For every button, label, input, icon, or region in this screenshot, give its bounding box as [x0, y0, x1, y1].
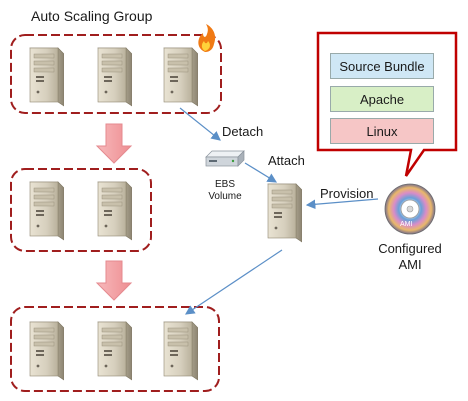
- launch-arrow: [185, 249, 283, 315]
- configured-label-line2: AMI: [398, 257, 422, 272]
- down-arrow-icon: [95, 123, 133, 164]
- server-icon: [163, 47, 198, 107]
- server-icon: [29, 47, 64, 107]
- ebs-volume-icon: [205, 150, 245, 167]
- ami-disc-text: AMI: [400, 221, 413, 228]
- asg-group-bottom: [10, 306, 220, 392]
- server-icon: [97, 181, 132, 241]
- diagram-title: Auto Scaling Group: [31, 8, 153, 24]
- provision-arrow: [305, 198, 379, 210]
- detach-arrow: [179, 107, 221, 141]
- server-icon: [163, 321, 198, 381]
- ebs-label-line2: Volume: [208, 191, 242, 202]
- stack-layer-label: Source Bundle: [339, 58, 425, 74]
- fire-icon: [198, 24, 216, 52]
- stack-layer-apache: Apache: [330, 86, 434, 112]
- provision-label: Provision: [320, 186, 374, 201]
- server-icon: [97, 47, 132, 107]
- ebs-volume-label: EBS Volume: [200, 179, 250, 203]
- ami-disc-icon: [384, 183, 436, 235]
- stack-layer-linux: Linux: [330, 118, 434, 144]
- asg-group-top: [10, 34, 222, 114]
- server-icon: [267, 183, 302, 243]
- configured-label-line1: Configured: [378, 241, 442, 256]
- stack-layer-source-bundle: Source Bundle: [330, 53, 434, 79]
- ebs-label-line1: EBS: [214, 179, 235, 190]
- attach-label: Attach: [268, 153, 305, 168]
- server-icon: [29, 321, 64, 381]
- stack-layer-label: Apache: [359, 91, 405, 107]
- detach-label: Detach: [222, 124, 264, 139]
- asg-group-middle: [10, 168, 152, 252]
- server-icon: [97, 321, 132, 381]
- down-arrow-icon: [95, 260, 133, 301]
- stack-layer-label: Linux: [366, 123, 398, 139]
- configured-ami-label: Configured AMI: [370, 241, 450, 273]
- attach-arrow: [244, 162, 278, 183]
- server-icon: [29, 181, 64, 241]
